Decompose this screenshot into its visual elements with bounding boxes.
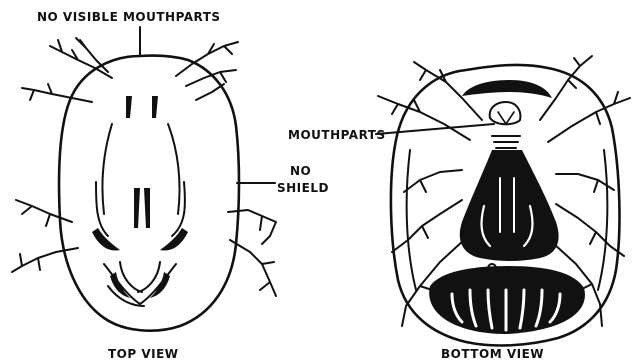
top-view-tick: [12, 38, 276, 331]
bottom-view-caption: BOTTOM VIEW: [441, 347, 544, 361]
bottom-view-tick: [378, 56, 630, 345]
top-view-caption: TOP VIEW: [108, 347, 179, 361]
no-shield-callout: NO SHIELD: [237, 164, 329, 195]
top-view-legs: [12, 38, 276, 296]
top-view-grooves: [96, 124, 185, 306]
no-visible-mouthparts-label: NO VISIBLE MOUTHPARTS: [37, 10, 221, 24]
mouthparts-callout: MOUTHPARTS: [288, 124, 494, 142]
bottom-view-cavity: [462, 80, 552, 98]
mouthparts-label: MOUTHPARTS: [288, 128, 386, 142]
shield-label: SHIELD: [277, 181, 329, 195]
no-visible-mouthparts-callout: NO VISIBLE MOUTHPARTS: [37, 10, 221, 56]
bottom-view-ventral-plate: [460, 150, 559, 261]
no-label: NO: [290, 164, 311, 178]
bottom-view-mouthparts: [490, 102, 521, 148]
mouthparts-leader: [376, 124, 494, 134]
